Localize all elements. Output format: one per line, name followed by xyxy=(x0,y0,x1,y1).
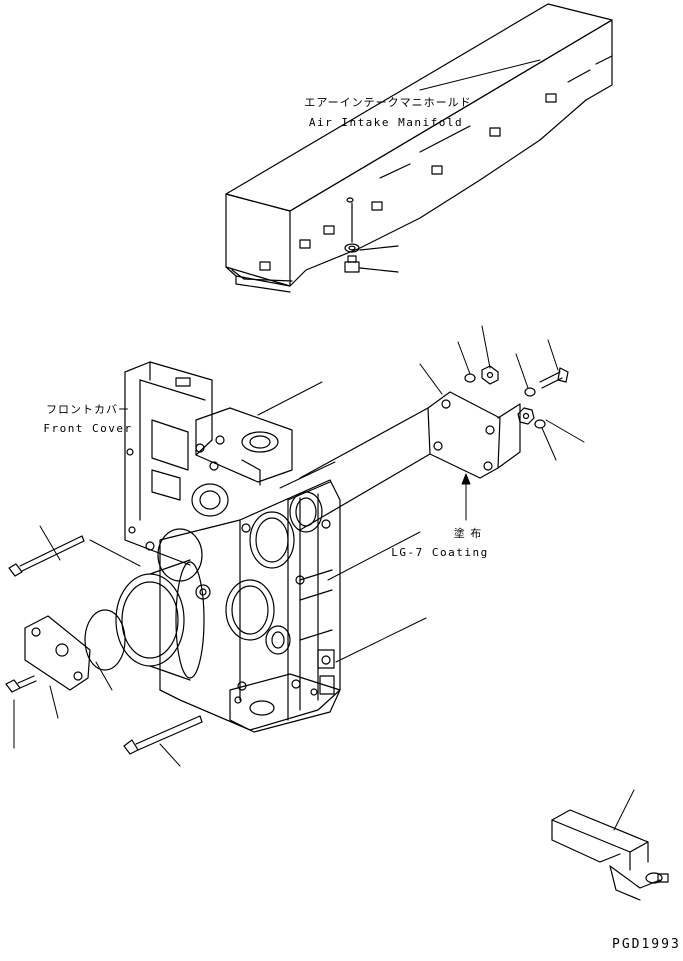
adapter-cover xyxy=(300,392,520,530)
air-intake-manifold-label-en: Air Intake Manifold xyxy=(308,116,464,129)
seal-disc xyxy=(85,610,125,670)
bolt-bottom xyxy=(124,716,202,754)
plug-assembly xyxy=(345,203,398,272)
front-cover-label-en: Front Cover xyxy=(43,422,133,435)
oil-seal xyxy=(116,560,204,680)
leader-lines xyxy=(14,60,634,830)
drawing-code: PGD1993 xyxy=(612,937,681,952)
air-intake-manifold xyxy=(226,4,612,292)
nut-right xyxy=(518,408,534,424)
coating-label-en: LG-7 Coating xyxy=(391,546,489,559)
washer-lower-right xyxy=(535,420,545,428)
washer-upper xyxy=(465,374,475,382)
square-shaft-part xyxy=(552,810,668,900)
coating-label-jp: 塗 布 xyxy=(453,527,483,540)
washer-right xyxy=(525,388,535,396)
bolt-right xyxy=(540,368,568,388)
front-cover xyxy=(125,362,340,732)
air-intake-manifold-label-jp: エアーインテークマニホールド xyxy=(304,96,472,109)
nut-upper xyxy=(482,366,498,384)
front-cover-label-jp: フロントカバー xyxy=(46,403,130,416)
bolt-left-bottom xyxy=(6,676,36,692)
small-cover-plate xyxy=(25,616,90,690)
bolt-left-top xyxy=(9,536,84,576)
